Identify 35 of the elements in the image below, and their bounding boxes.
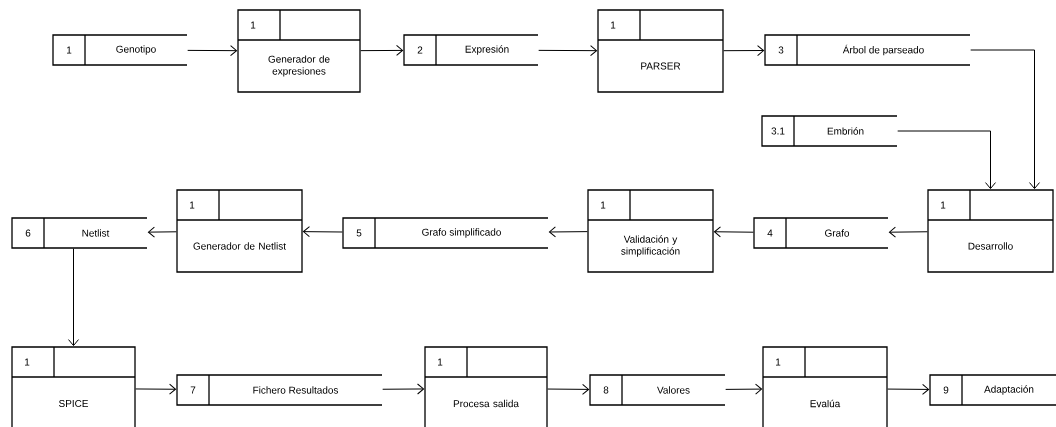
- data-store: 5 Grafo simplificado: [342, 217, 549, 249]
- process-box: 1 Validación y simplificación: [587, 189, 714, 273]
- arrow: [302, 226, 343, 238]
- arrow: [135, 383, 177, 395]
- data-store: 2 Expresión: [403, 34, 539, 66]
- data-store: 3 Árbol de parseado: [764, 34, 971, 66]
- arrow: [147, 226, 177, 238]
- process-box: 1 SPICE: [11, 346, 136, 427]
- arrow: [713, 226, 754, 238]
- data-store: 6 Netlist: [11, 217, 148, 249]
- data-store: 4 Grafo: [753, 217, 889, 249]
- arrow: [538, 45, 598, 57]
- data-store: 8 Valores: [589, 374, 726, 406]
- arrow: [68, 248, 79, 347]
- data-store: 3.1 Embrión: [761, 115, 898, 147]
- process-box: 1 Procesa salida: [424, 346, 548, 427]
- data-store: 1 Genotipo: [52, 34, 188, 66]
- arrow: [360, 44, 404, 56]
- arrow: [897, 130, 996, 190]
- process-box: 1 Evalúa: [762, 346, 888, 427]
- arrow: [548, 226, 588, 238]
- arrow: [723, 45, 765, 57]
- data-store: 7 Fichero Resultados: [176, 374, 383, 406]
- arrow: [725, 383, 763, 395]
- arrow: [887, 383, 930, 395]
- process-box: 1 Generador de Netlist: [176, 189, 303, 273]
- process-box: 1 Desarrollo: [927, 189, 1054, 273]
- process-box: 1 PARSER: [597, 9, 724, 93]
- arrow: [888, 226, 928, 238]
- arrow: [382, 383, 425, 395]
- arrow: [547, 383, 590, 395]
- data-store: 9 Adaptación: [929, 374, 1056, 406]
- arrow: [970, 49, 1040, 190]
- arrow: [187, 45, 238, 57]
- process-box: 1 Generador de expresiones: [237, 9, 361, 93]
